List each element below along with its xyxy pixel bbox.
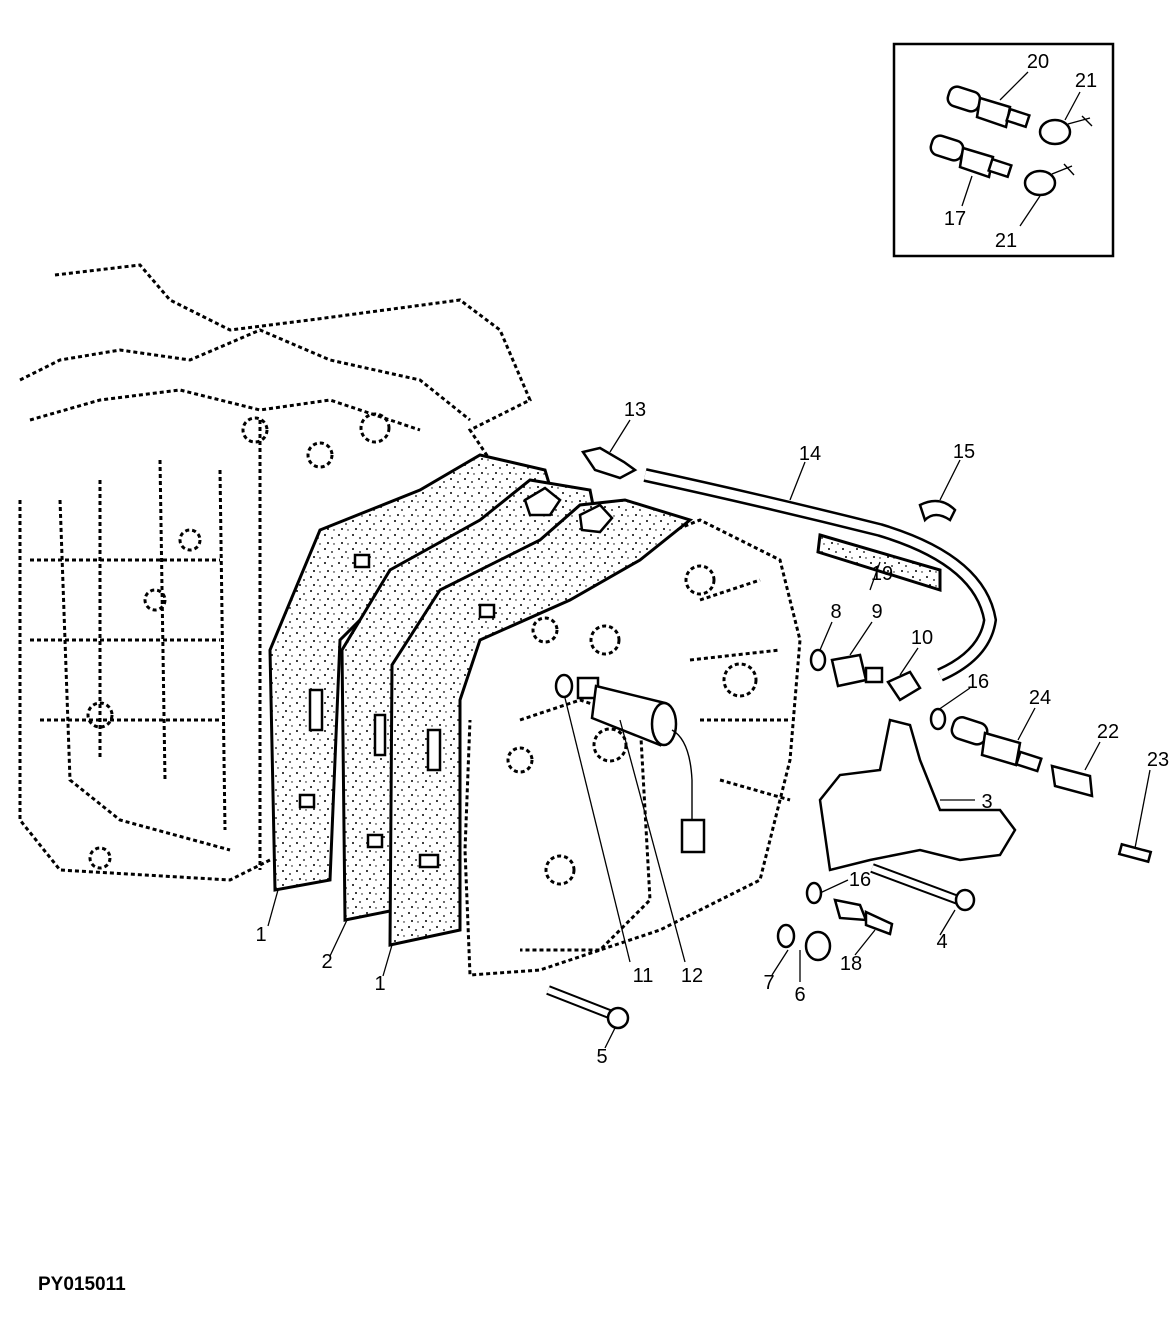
callout-17: 17 — [944, 208, 966, 230]
gasket-1-front — [388, 498, 694, 947]
valve-body — [463, 518, 802, 977]
callout-15: 15 — [953, 441, 975, 463]
callout-6: 6 — [794, 984, 805, 1006]
transmission-housing — [18, 263, 532, 882]
callout-23: 23 — [1147, 749, 1169, 771]
callout-4: 4 — [936, 931, 947, 953]
callout-21: 21 — [1075, 70, 1097, 92]
callout-16: 16 — [849, 869, 871, 891]
solenoid-12 — [554, 673, 706, 854]
leader-lines — [267, 419, 1151, 1049]
callout-1: 1 — [255, 924, 266, 946]
bolts-and-plugs — [546, 863, 976, 1030]
callout-2: 2 — [321, 951, 332, 973]
callout-20: 20 — [1027, 51, 1049, 73]
callout-24: 24 — [1029, 687, 1051, 709]
callout-22: 22 — [1097, 721, 1119, 743]
callout-21: 21 — [995, 230, 1017, 252]
callout-12: 12 — [681, 965, 703, 987]
figure-id: PY015011 — [38, 1274, 126, 1295]
callout-7: 7 — [763, 972, 774, 994]
callout-13: 13 — [624, 399, 646, 421]
callout-10: 10 — [911, 627, 933, 649]
callout-11: 11 — [633, 965, 654, 987]
callout-14: 14 — [799, 443, 821, 465]
callout-labels: 1 2 1 3 4 5 6 7 8 9 10 11 12 13 14 15 16… — [255, 51, 1169, 1068]
sensor-24-connector — [929, 707, 1153, 864]
callout-19: 19 — [871, 563, 893, 585]
callout-8: 8 — [830, 601, 841, 623]
inset-detail — [892, 42, 1115, 258]
washer-21-icon — [1023, 115, 1093, 197]
fittings-8-9-10 — [809, 648, 922, 702]
callout-1: 1 — [374, 973, 385, 995]
callout-9: 9 — [871, 601, 882, 623]
sensor-17-icon — [929, 134, 1013, 179]
hose-assembly — [580, 446, 998, 682]
callout-16: 16 — [967, 671, 989, 693]
callout-3: 3 — [981, 791, 992, 813]
sensor-20-icon — [946, 85, 1031, 129]
callout-18: 18 — [840, 953, 862, 975]
bracket-3 — [818, 718, 1017, 872]
callout-5: 5 — [596, 1046, 607, 1068]
